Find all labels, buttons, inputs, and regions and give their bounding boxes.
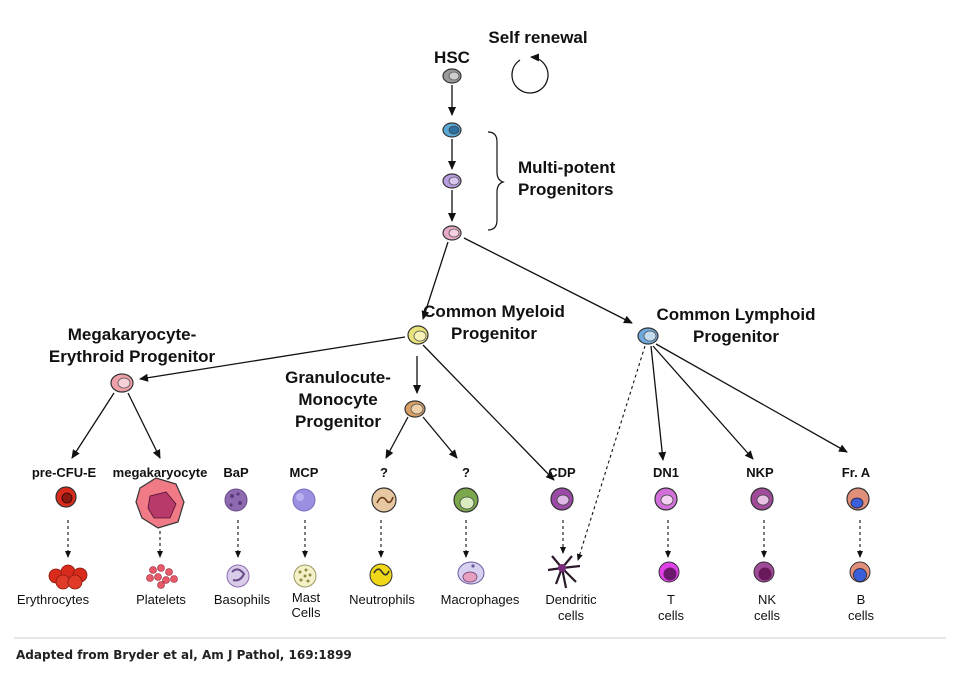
gmp-label-line1: Granulocute-: [285, 368, 391, 387]
cmp-label-line2: Progenitor: [451, 324, 537, 343]
clp-label-line1: Common Lymphoid: [657, 305, 816, 324]
mep-to-megakaryocyte-arrow: [127, 392, 161, 459]
cmp-to-cdp-arrow: [422, 344, 555, 481]
platelets-label: Platelets: [136, 592, 186, 607]
dn1-cell: [654, 487, 678, 511]
t-label-line1: T: [667, 592, 675, 607]
mep-label-line2: Erythroid Progenitor: [49, 347, 216, 366]
mpp1-cell: [442, 122, 462, 138]
gmp-label-line3: Progenitor: [295, 412, 381, 431]
gmp-label-line2: Monocyte: [298, 390, 377, 409]
dn1-label: DN1: [653, 465, 679, 480]
bap-cell: [224, 488, 248, 512]
self-renewal-loop-arrow: [511, 53, 549, 94]
neutrophils-cells: [369, 563, 393, 587]
basophils-label: Basophils: [214, 592, 271, 607]
fra-cell: [846, 487, 870, 511]
macro-precursor-cell: [453, 487, 479, 513]
b-label-line2: cells: [848, 608, 875, 623]
self-renewal-label: Self renewal: [488, 28, 587, 47]
hsc-cell: [442, 68, 462, 84]
mep-cell: [110, 373, 134, 393]
cmp-cell: [407, 325, 429, 345]
gmp-to-neutro-precursor-arrow: [385, 416, 409, 459]
cdp-cell: [550, 487, 574, 511]
dendritic-cells: [547, 555, 581, 589]
mast-label-line1: Mast: [292, 590, 321, 605]
neutro-precursor-cell: [371, 487, 397, 513]
clp-to-fra-arrow: [655, 343, 848, 453]
erythrocytes-cells: [48, 564, 88, 590]
multipotent-label-line1: Multi-potent: [518, 158, 616, 177]
mcp-label: MCP: [290, 465, 319, 480]
neutro-precursor-label: ?: [380, 465, 388, 480]
clp-cell: [637, 327, 659, 345]
platelets-cells: [146, 564, 178, 589]
megakaryocyte-cell: [135, 477, 185, 529]
gmp-to-macro-precursor-arrow: [422, 416, 458, 459]
mpp2-cell: [442, 173, 462, 189]
dendritic-label-line2: cells: [558, 608, 585, 623]
macrophages-cells: [457, 561, 485, 585]
b-cells: [849, 561, 871, 583]
cmp-to-mep-arrow: [139, 336, 406, 382]
precfue-label: pre-CFU-E: [32, 465, 97, 480]
mep-to-precfue-arrow: [71, 392, 115, 459]
neutrophils-label: Neutrophils: [349, 592, 415, 607]
clp-to-dendritic-dashed-arrow: [576, 345, 646, 561]
citation: Adapted from Bryder et al, Am J Pathol, …: [16, 648, 352, 662]
nk-label-line2: cells: [754, 608, 781, 623]
mast-cells: [293, 564, 317, 588]
megakaryocyte-label: megakaryocyte: [113, 465, 208, 480]
cdp-label: CDP: [548, 465, 576, 480]
b-label-line1: B: [857, 592, 866, 607]
precfue-cell: [55, 486, 77, 508]
mpp3-cell: [442, 225, 462, 241]
nk-cells: [753, 561, 775, 583]
mpp-to-clp-arrow: [463, 237, 633, 324]
mast-label-line2: Cells: [292, 605, 321, 620]
multipotent-bracket: [487, 131, 505, 231]
hsc-label: HSC: [434, 48, 470, 67]
clp-to-nkp-arrow: [652, 345, 754, 460]
gmp-cell: [404, 400, 426, 418]
mep-label-line1: Megakaryocyte-: [68, 325, 197, 344]
t-label-line2: cells: [658, 608, 685, 623]
dendritic-label-line1: Dendritic: [545, 592, 597, 607]
t-cells: [658, 561, 680, 583]
macrophages-label: Macrophages: [441, 592, 520, 607]
nkp-cell: [750, 487, 774, 511]
nkp-label: NKP: [746, 465, 774, 480]
macro-precursor-label: ?: [462, 465, 470, 480]
mpp-to-cmp-arrow: [421, 241, 449, 320]
erythrocytes-label: Erythrocytes: [17, 592, 90, 607]
clp-label-line2: Progenitor: [693, 327, 779, 346]
nk-label-line1: NK: [758, 592, 776, 607]
bap-label: BaP: [223, 465, 249, 480]
fra-label: Fr. A: [842, 465, 871, 480]
basophils-cells: [226, 564, 250, 588]
multipotent-label-line2: Progenitors: [518, 180, 613, 199]
mcp-cell: [292, 488, 316, 512]
clp-to-dn1-arrow: [650, 345, 667, 461]
cmp-label-line1: Common Myeloid: [423, 302, 565, 321]
